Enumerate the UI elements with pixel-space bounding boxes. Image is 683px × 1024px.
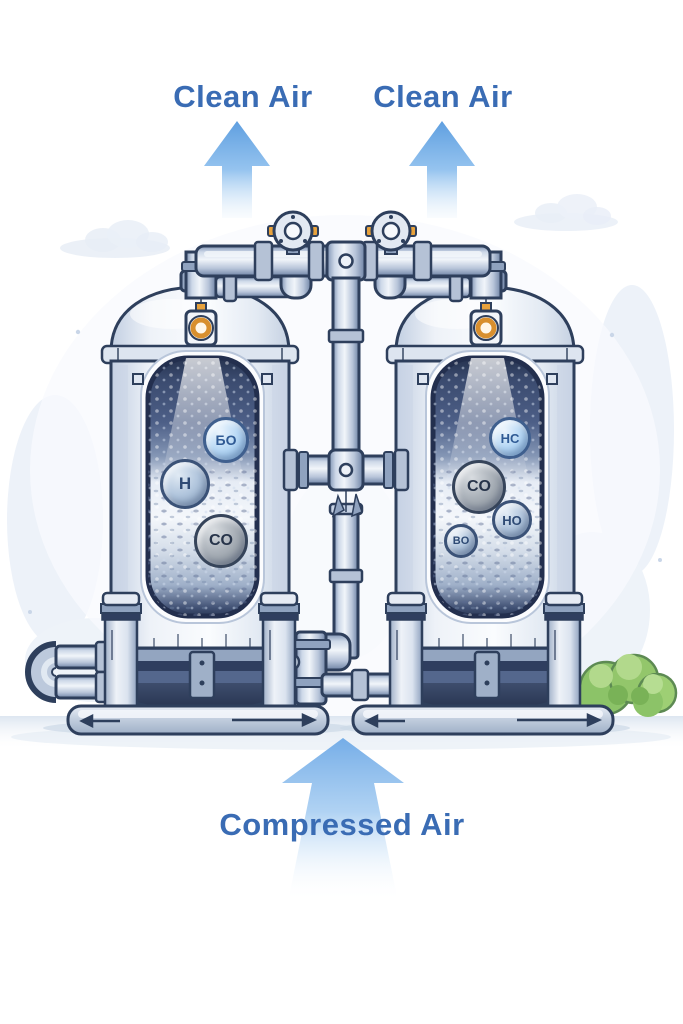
clean-air-arrow-left xyxy=(204,121,270,218)
molecule-bubble: HO xyxy=(492,500,532,540)
clean-air-label-left: Clean Air xyxy=(173,79,313,114)
clean-air-arrow-right xyxy=(409,121,475,218)
molecule-bubble: H xyxy=(160,459,210,509)
molecule-bubble: БО xyxy=(203,417,249,463)
valve-gauge-right-icon xyxy=(365,210,417,255)
compressed-air-arrow xyxy=(282,738,404,902)
center-cross-pipe xyxy=(282,276,410,518)
molecule-bubble: HC xyxy=(489,417,531,459)
clean-air-label-right: Clean Air xyxy=(373,79,513,114)
compressed-air-label: Compressed Air xyxy=(219,807,465,842)
valve-gauge-left-icon xyxy=(267,210,319,255)
top-manifold xyxy=(181,240,506,303)
molecule-bubble: CO xyxy=(194,514,248,568)
molecule-bubble: BO xyxy=(444,524,478,558)
